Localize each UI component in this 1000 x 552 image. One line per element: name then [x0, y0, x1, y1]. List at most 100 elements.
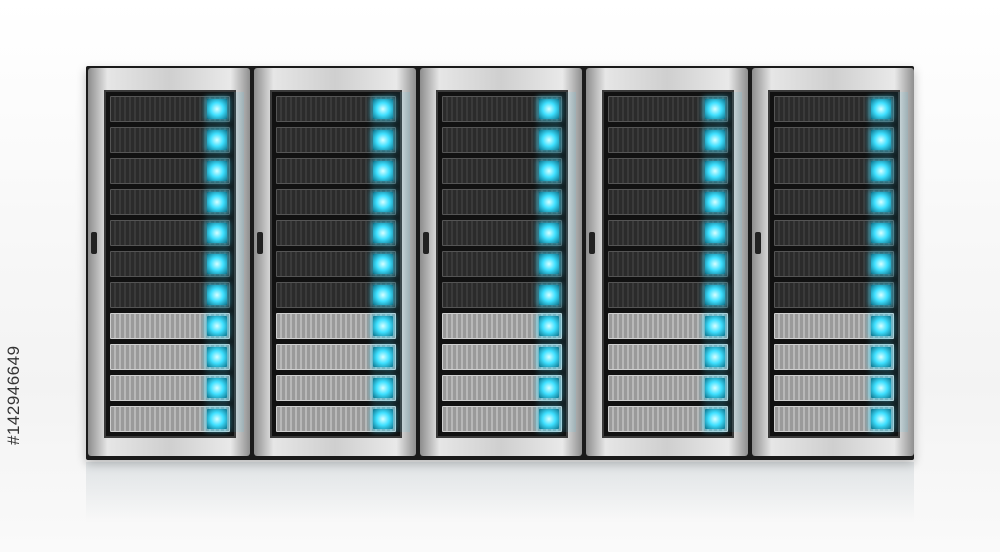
- status-light-icon: [539, 130, 559, 150]
- status-light-icon: [871, 409, 891, 429]
- status-light-icon: [373, 130, 393, 150]
- door-handle: [91, 232, 97, 254]
- status-light-icon: [705, 409, 725, 429]
- status-light-icon: [705, 347, 725, 367]
- cabinet-glass-door: [270, 90, 402, 438]
- status-light-icon: [207, 254, 227, 274]
- server-unit: [774, 375, 894, 401]
- server-unit: [608, 127, 728, 153]
- status-light-icon: [871, 161, 891, 181]
- status-light-icon: [705, 316, 725, 336]
- server-cabinet: [88, 68, 250, 456]
- door-handle: [755, 232, 761, 254]
- status-light-icon: [373, 254, 393, 274]
- status-light-icon: [207, 99, 227, 119]
- status-light-icon: [373, 223, 393, 243]
- server-unit: [276, 406, 396, 432]
- server-unit: [608, 344, 728, 370]
- status-light-icon: [705, 161, 725, 181]
- server-cabinet: [586, 68, 748, 456]
- stock-id-watermark: #142946649: [4, 345, 23, 445]
- server-unit: [608, 189, 728, 215]
- status-light-icon: [871, 130, 891, 150]
- server-unit: [276, 189, 396, 215]
- server-unit: [442, 127, 562, 153]
- server-unit: [774, 406, 894, 432]
- server-unit: [774, 158, 894, 184]
- status-light-icon: [207, 285, 227, 305]
- server-unit: [442, 344, 562, 370]
- status-light-icon: [871, 254, 891, 274]
- status-light-icon: [705, 130, 725, 150]
- status-light-icon: [871, 316, 891, 336]
- status-light-icon: [871, 192, 891, 212]
- status-light-icon: [871, 223, 891, 243]
- status-light-icon: [539, 347, 559, 367]
- server-unit: [442, 158, 562, 184]
- status-light-icon: [871, 347, 891, 367]
- server-unit: [774, 251, 894, 277]
- server-unit: [276, 220, 396, 246]
- server-unit: [110, 127, 230, 153]
- server-unit: [608, 406, 728, 432]
- status-light-icon: [207, 378, 227, 398]
- door-handle: [423, 232, 429, 254]
- status-light-icon: [705, 254, 725, 274]
- floor-reflection: [86, 462, 914, 522]
- server-unit: [774, 344, 894, 370]
- status-light-icon: [539, 223, 559, 243]
- server-unit: [276, 282, 396, 308]
- status-light-icon: [705, 285, 725, 305]
- server-unit: [774, 127, 894, 153]
- server-unit: [442, 406, 562, 432]
- status-light-icon: [871, 378, 891, 398]
- server-unit: [276, 313, 396, 339]
- server-unit: [608, 251, 728, 277]
- status-light-icon: [539, 192, 559, 212]
- status-light-icon: [207, 409, 227, 429]
- server-unit: [442, 282, 562, 308]
- status-light-icon: [705, 99, 725, 119]
- status-light-icon: [539, 161, 559, 181]
- status-light-icon: [871, 285, 891, 305]
- status-light-icon: [539, 285, 559, 305]
- status-light-icon: [373, 409, 393, 429]
- server-unit: [110, 158, 230, 184]
- status-light-icon: [207, 347, 227, 367]
- status-light-icon: [373, 347, 393, 367]
- server-unit: [110, 313, 230, 339]
- server-unit: [442, 189, 562, 215]
- server-unit: [276, 375, 396, 401]
- server-unit: [608, 313, 728, 339]
- status-light-icon: [207, 223, 227, 243]
- server-cabinet: [420, 68, 582, 456]
- cabinet-glass-door: [436, 90, 568, 438]
- status-light-icon: [705, 378, 725, 398]
- status-light-icon: [373, 99, 393, 119]
- server-unit: [442, 251, 562, 277]
- server-unit: [110, 251, 230, 277]
- status-light-icon: [207, 130, 227, 150]
- door-handle: [589, 232, 595, 254]
- server-rack-row: [86, 66, 914, 460]
- server-unit: [276, 158, 396, 184]
- server-unit: [774, 282, 894, 308]
- status-light-icon: [207, 192, 227, 212]
- cabinet-glass-door: [602, 90, 734, 438]
- server-cabinet: [254, 68, 416, 456]
- server-unit: [442, 313, 562, 339]
- status-light-icon: [539, 409, 559, 429]
- status-light-icon: [539, 378, 559, 398]
- status-light-icon: [705, 223, 725, 243]
- server-unit: [774, 189, 894, 215]
- status-light-icon: [539, 316, 559, 336]
- server-cabinet: [752, 68, 914, 456]
- server-unit: [774, 220, 894, 246]
- status-light-icon: [705, 192, 725, 212]
- status-light-icon: [373, 161, 393, 181]
- server-unit: [110, 282, 230, 308]
- server-unit: [110, 189, 230, 215]
- server-unit: [110, 406, 230, 432]
- server-unit: [110, 375, 230, 401]
- status-light-icon: [539, 99, 559, 119]
